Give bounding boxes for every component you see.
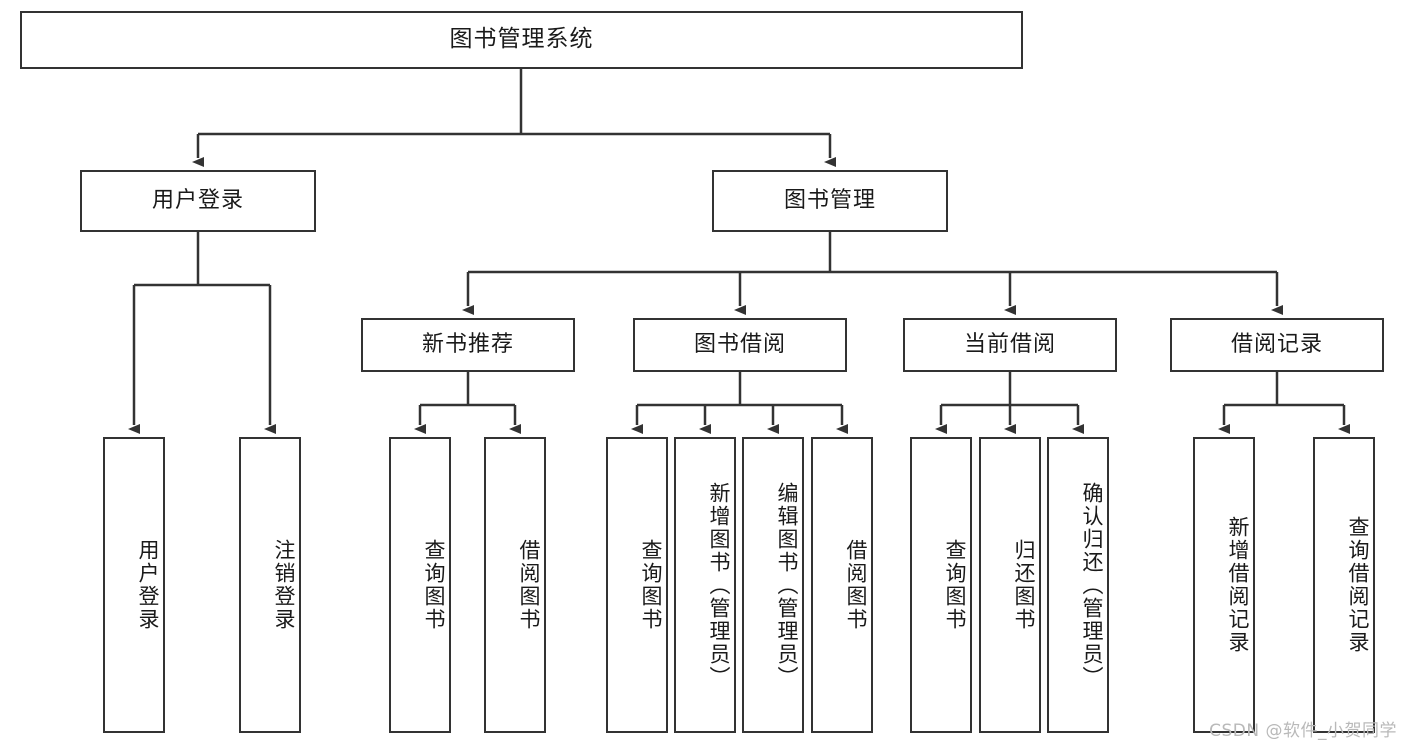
node-new-book-recommend[interactable]: 新书推荐 [361,318,575,372]
leaf-return-book[interactable]: 归还图书 [979,437,1041,733]
node-book-borrow[interactable]: 图书借阅 [633,318,847,372]
node-user-login[interactable]: 用户登录 [80,170,316,232]
leaf-label: 查询图书 [639,539,663,631]
leaf-label: 用户登录 [136,539,160,631]
node-current-borrow[interactable]: 当前借阅 [903,318,1117,372]
leaf-logout[interactable]: 注销登录 [239,437,301,733]
leaf-query-book-cb[interactable]: 查询图书 [910,437,972,733]
node-root-system[interactable]: 图书管理系统 [20,11,1023,69]
leaf-label: 查询图书 [422,539,446,631]
leaf-label: 注销登录 [272,539,296,631]
leaf-label: 借阅图书 [844,539,868,631]
leaf-add-borrow-record[interactable]: 新增借阅记录 [1193,437,1255,733]
leaf-confirm-return-admin[interactable]: 确认归还（管理员） [1047,437,1109,733]
leaf-label: 借阅图书 [517,539,541,631]
csdn-watermark: CSDN @软件_小贺同学 [1209,721,1397,741]
leaf-label: 新增借阅记录 [1226,516,1250,654]
leaf-label: 确认归还（管理员） [1080,481,1104,689]
leaf-label: 查询图书 [943,539,967,631]
leaf-label: 编辑图书（管理员） [775,481,799,689]
leaf-borrow-book-bb[interactable]: 借阅图书 [811,437,873,733]
leaf-query-borrow-record[interactable]: 查询借阅记录 [1313,437,1375,733]
leaf-add-book-admin[interactable]: 新增图书（管理员） [674,437,736,733]
leaf-edit-book-admin[interactable]: 编辑图书（管理员） [742,437,804,733]
leaf-query-book-bb[interactable]: 查询图书 [606,437,668,733]
leaf-user-login[interactable]: 用户登录 [103,437,165,733]
leaf-label: 新增图书（管理员） [707,481,731,689]
leaf-query-book-nb[interactable]: 查询图书 [389,437,451,733]
leaf-label: 归还图书 [1012,539,1036,631]
leaf-borrow-book-nb[interactable]: 借阅图书 [484,437,546,733]
node-borrow-records[interactable]: 借阅记录 [1170,318,1384,372]
leaf-label: 查询借阅记录 [1346,516,1370,654]
node-book-management[interactable]: 图书管理 [712,170,948,232]
